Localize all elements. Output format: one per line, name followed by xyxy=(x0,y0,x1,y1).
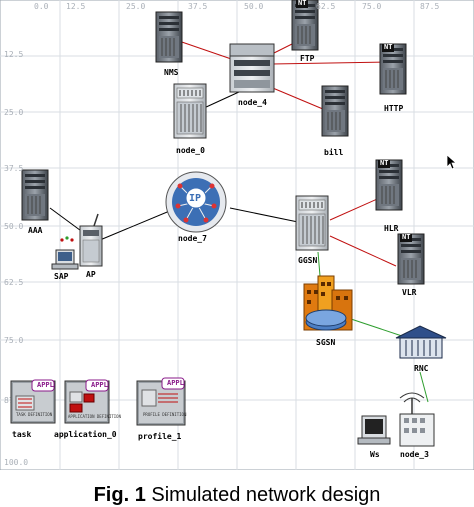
vlr-nt-text: NT xyxy=(402,233,411,241)
link-ggsn-vlr xyxy=(329,235,397,267)
ftp-label: FTP xyxy=(300,54,315,63)
application-badge: APPL xyxy=(91,381,108,389)
caption-text: Simulated network design xyxy=(151,484,381,506)
profile-badge: APPL xyxy=(167,379,184,387)
link-ap-node7 xyxy=(99,209,173,241)
application-icon-text: APPLICATION DEFINITION xyxy=(68,414,121,419)
node0-rack-icon[interactable] xyxy=(173,83,207,139)
node3-label: node_3 xyxy=(400,450,429,459)
vlr-label: VLR xyxy=(402,288,417,297)
left-tick-7: 100.0 xyxy=(4,458,29,467)
bill-server-icon[interactable] xyxy=(321,85,349,137)
node7-ip-text: IP xyxy=(189,193,202,204)
nms-label: NMS xyxy=(164,68,179,77)
aaa-server-icon[interactable] xyxy=(21,169,49,221)
top-tick-4: 50.0 xyxy=(244,2,264,11)
profile-definition-object[interactable]: APPL PROFILE DEFINITION xyxy=(134,376,188,432)
http-label: HTTP xyxy=(384,104,404,113)
top-tick-5: 62.5 xyxy=(316,2,336,11)
sgsn-label: SGSN xyxy=(316,338,336,347)
link-nms-node4 xyxy=(175,39,241,63)
application-definition-icon xyxy=(64,379,110,424)
link-node4-bill xyxy=(267,85,331,113)
node7-ip-router-icon[interactable] xyxy=(165,171,227,233)
task-definition-icon xyxy=(10,379,56,424)
top-tick-3: 37.5 xyxy=(188,2,208,11)
mouse-cursor-icon xyxy=(446,154,458,170)
ws-label: Ws xyxy=(370,450,380,459)
figure-caption: Fig. 1 Simulated network design xyxy=(0,484,474,507)
left-tick-0: 12.5 xyxy=(4,50,24,59)
bill-label: bill xyxy=(324,148,344,157)
rnc-building-icon[interactable] xyxy=(395,325,447,359)
top-tick-6: 75.0 xyxy=(362,2,382,11)
top-tick-2: 25.0 xyxy=(126,2,146,11)
node4-switch-icon[interactable] xyxy=(229,43,275,93)
profile-label: profile_1 xyxy=(138,432,182,441)
left-tick-1: 25.0 xyxy=(4,108,24,117)
sap-label: SAP xyxy=(54,272,69,281)
task-icon-text: task definition xyxy=(16,412,53,417)
application-label: application_0 xyxy=(54,430,117,439)
task-definition-object[interactable]: APPL task definition xyxy=(8,378,58,430)
link-rnc-node3 xyxy=(419,371,429,403)
node7-label: node_7 xyxy=(178,234,207,243)
profile-definition-icon xyxy=(136,377,186,426)
rnc-label: RNC xyxy=(414,364,429,373)
task-label: task xyxy=(12,430,32,439)
ap-label: AP xyxy=(86,270,96,279)
ws-workstation-icon[interactable] xyxy=(357,415,391,445)
aaa-label: AAA xyxy=(28,226,43,235)
application-definition-object[interactable]: APPL APPLICATION DEFINITION xyxy=(62,378,121,430)
left-tick-3: 50.0 xyxy=(4,222,24,231)
hlr-label: HLR xyxy=(384,224,399,233)
sap-workstation-icon[interactable] xyxy=(51,236,79,270)
top-tick-1: 12.5 xyxy=(66,2,86,11)
link-node7-ggsn xyxy=(229,207,299,223)
task-badge: APPL xyxy=(37,381,54,389)
left-tick-5: 75.0 xyxy=(4,336,24,345)
sgsn-building-icon[interactable] xyxy=(303,275,353,331)
node0-label: node_0 xyxy=(176,146,205,155)
left-tick-2: 37.5 xyxy=(4,164,24,173)
nms-server-icon[interactable] xyxy=(155,11,183,63)
top-tick-0: 0.0 xyxy=(34,2,49,11)
top-tick-7: 87.5 xyxy=(420,2,440,11)
link-node4-http xyxy=(271,61,387,65)
left-tick-4: 62.5 xyxy=(4,278,24,287)
link-ggsn-hlr xyxy=(329,195,385,221)
hlr-nt-text: NT xyxy=(380,159,389,167)
ggsn-rack-icon[interactable] xyxy=(295,195,329,251)
caption-prefix: Fig. 1 xyxy=(93,484,146,506)
node4-label: node_4 xyxy=(238,98,267,107)
http-nt-text: NT xyxy=(384,43,393,51)
link-sgsn-rnc xyxy=(347,317,409,339)
ftp-nt-text: NT xyxy=(298,0,307,7)
ap-access-point-icon[interactable] xyxy=(79,213,103,267)
ggsn-label: GGSN xyxy=(298,256,318,265)
node3-building-icon[interactable] xyxy=(399,392,435,447)
profile-icon-text: PROFILE DEFINITION xyxy=(143,412,187,417)
